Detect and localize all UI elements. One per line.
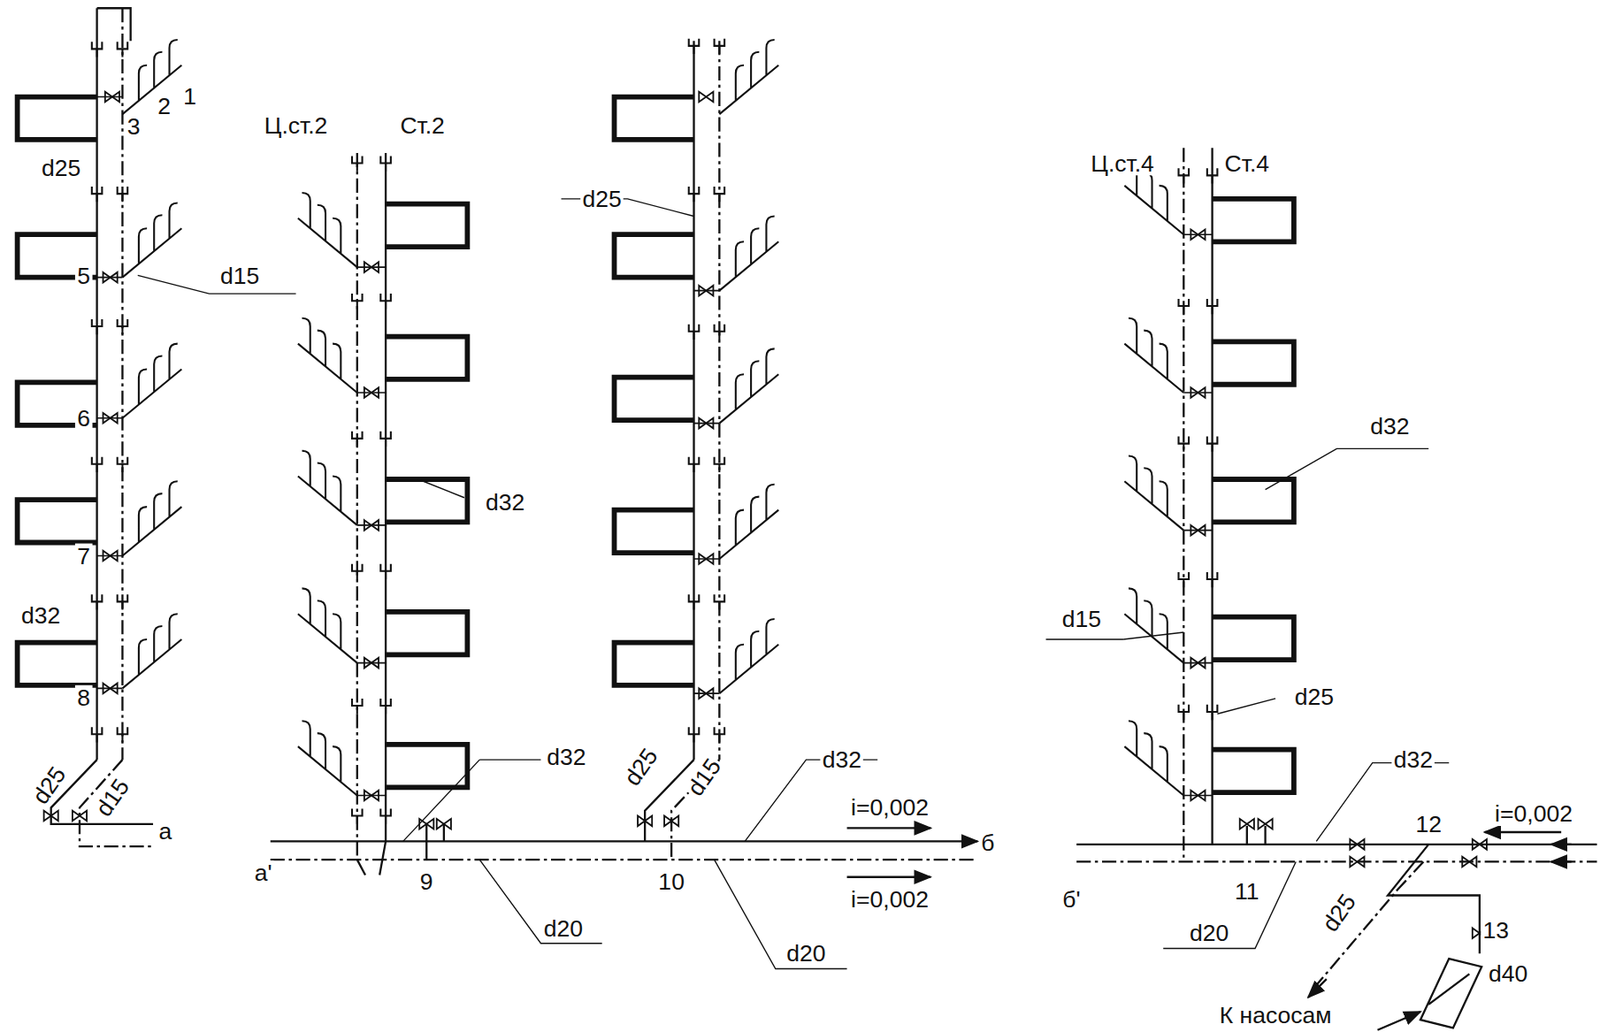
pipe-label: d32 bbox=[1368, 413, 1412, 439]
pipe-label: d25 bbox=[618, 742, 664, 792]
pipe-label: 3 bbox=[124, 114, 142, 139]
pipe-label: Ц.ст.2 bbox=[261, 113, 330, 138]
pipe-label: d25 bbox=[39, 155, 84, 181]
pipe-label: К насосам bbox=[1217, 1002, 1333, 1028]
pipe-label: d15 bbox=[89, 773, 135, 823]
pipe-label: 5 bbox=[75, 262, 92, 288]
pipe-label: d25 bbox=[1316, 888, 1362, 938]
pipe-label: d20 bbox=[541, 915, 585, 941]
pipe-label: б' bbox=[1060, 887, 1083, 912]
pipe-label: i=0,002 bbox=[1492, 801, 1575, 827]
pipe-label: 1 bbox=[181, 83, 199, 108]
pipe-label: 6 bbox=[75, 405, 92, 431]
pipe-label: б bbox=[979, 830, 997, 856]
pipe-label: d15 bbox=[218, 262, 262, 288]
pipe-label: d32 bbox=[483, 489, 528, 514]
pipe-label: i=0,002 bbox=[849, 887, 931, 912]
pipe-label: d32 bbox=[544, 744, 589, 770]
pipe-label: d25 bbox=[26, 760, 72, 811]
pipe-label: d25 bbox=[1293, 684, 1337, 710]
pipe-label: d32 bbox=[819, 747, 864, 773]
pipe-label: d32 bbox=[1391, 747, 1435, 773]
pipe-label: 12 bbox=[1413, 811, 1444, 837]
pipe-label: d32 bbox=[19, 602, 63, 628]
pipe-label: d20 bbox=[784, 941, 828, 966]
pipe-label: Ст.4 bbox=[1222, 151, 1271, 177]
pipe-label: 9 bbox=[418, 868, 436, 894]
pipe-label: Ц.ст.4 bbox=[1088, 151, 1156, 177]
pipe-label: 7 bbox=[75, 543, 92, 569]
pipe-label: i=0,002 bbox=[849, 795, 931, 820]
pipe-label: d40 bbox=[1486, 961, 1531, 987]
pipe-label: 2 bbox=[155, 93, 173, 119]
pipe-label: d15 bbox=[681, 752, 728, 803]
pipe-label: Ст.2 bbox=[398, 113, 447, 138]
pipe-label: 10 bbox=[656, 868, 687, 894]
pipe-label: d15 bbox=[1059, 606, 1103, 632]
pipe-label: d25 bbox=[580, 186, 624, 212]
pipe-label: 11 bbox=[1232, 879, 1262, 904]
pipe-label: 8 bbox=[75, 685, 92, 711]
pipe-label: а' bbox=[252, 860, 274, 886]
pipe-label: 13 bbox=[1480, 918, 1511, 943]
pipe-label: d20 bbox=[1187, 920, 1232, 946]
pipe-label: а bbox=[156, 819, 174, 844]
